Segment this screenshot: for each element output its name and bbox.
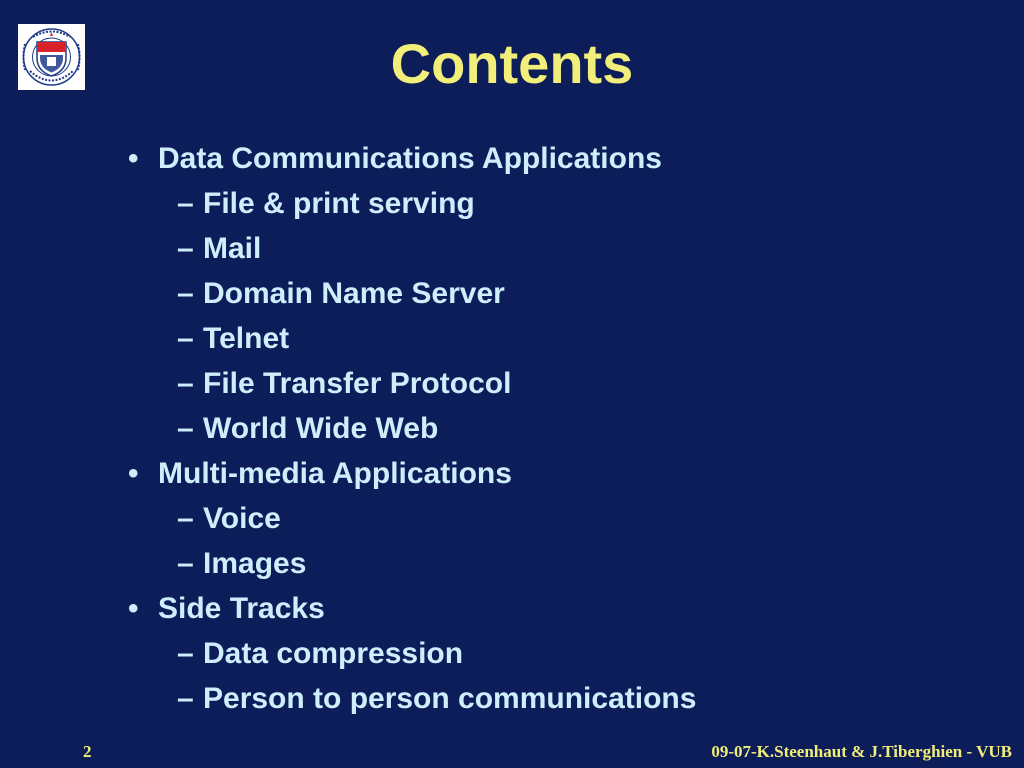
sub-bullet-item: – Data compression bbox=[177, 636, 464, 672]
sub-bullet-item: – Person to person communications bbox=[177, 681, 697, 717]
sub-bullet-label: World Wide Web bbox=[203, 412, 439, 445]
sub-bullet-item: – Domain Name Server bbox=[177, 276, 505, 312]
footer-credit: 09-07-K.Steenhaut & J.Tiberghien - VUB bbox=[711, 742, 1012, 761]
sub-bullet-label: Telnet bbox=[203, 322, 290, 355]
vub-university-seal-icon bbox=[18, 24, 85, 90]
bullet-dot-icon: • bbox=[128, 142, 139, 175]
sub-bullet-item: – Telnet bbox=[177, 321, 290, 357]
sub-bullet-item: – Mail bbox=[177, 231, 262, 267]
sub-bullet-item: – Voice bbox=[177, 501, 281, 537]
bullet-item: • Side Tracks bbox=[128, 591, 325, 627]
sub-bullet-item: – File Transfer Protocol bbox=[177, 366, 512, 402]
bullet-item-label: Data Communications Applications bbox=[158, 142, 662, 175]
bullet-item: • Data Communications Applications bbox=[128, 141, 662, 177]
sub-bullet-label: Images bbox=[203, 547, 307, 580]
page-number: 2 bbox=[83, 742, 92, 761]
dash-icon: – bbox=[177, 322, 194, 355]
dash-icon: – bbox=[177, 682, 194, 715]
bullet-item: • Multi-media Applications bbox=[128, 456, 512, 492]
dash-icon: – bbox=[177, 367, 194, 400]
bullet-dot-icon: • bbox=[128, 592, 139, 625]
dash-icon: – bbox=[177, 547, 194, 580]
bullet-item-label: Side Tracks bbox=[158, 592, 325, 625]
sub-bullet-label: Person to person communications bbox=[203, 682, 697, 715]
dash-icon: – bbox=[177, 637, 194, 670]
dash-icon: – bbox=[177, 232, 194, 265]
sub-bullet-label: Domain Name Server bbox=[203, 277, 505, 310]
slide-title: Contents bbox=[390, 32, 634, 95]
bullet-dot-icon: • bbox=[128, 457, 139, 490]
dash-icon: – bbox=[177, 187, 194, 220]
sub-bullet-item: – World Wide Web bbox=[177, 411, 439, 447]
dash-icon: – bbox=[177, 277, 194, 310]
sub-bullet-label: File & print serving bbox=[203, 187, 475, 220]
dash-icon: – bbox=[177, 412, 194, 445]
sub-bullet-label: File Transfer Protocol bbox=[203, 367, 512, 400]
bullet-item-label: Multi-media Applications bbox=[158, 457, 512, 490]
sub-bullet-item: – Images bbox=[177, 546, 307, 582]
sub-bullet-label: Mail bbox=[203, 232, 262, 265]
dash-icon: – bbox=[177, 502, 194, 535]
sub-bullet-label: Voice bbox=[203, 502, 281, 535]
sub-bullet-label: Data compression bbox=[203, 637, 464, 670]
sub-bullet-item: – File & print serving bbox=[177, 186, 475, 222]
